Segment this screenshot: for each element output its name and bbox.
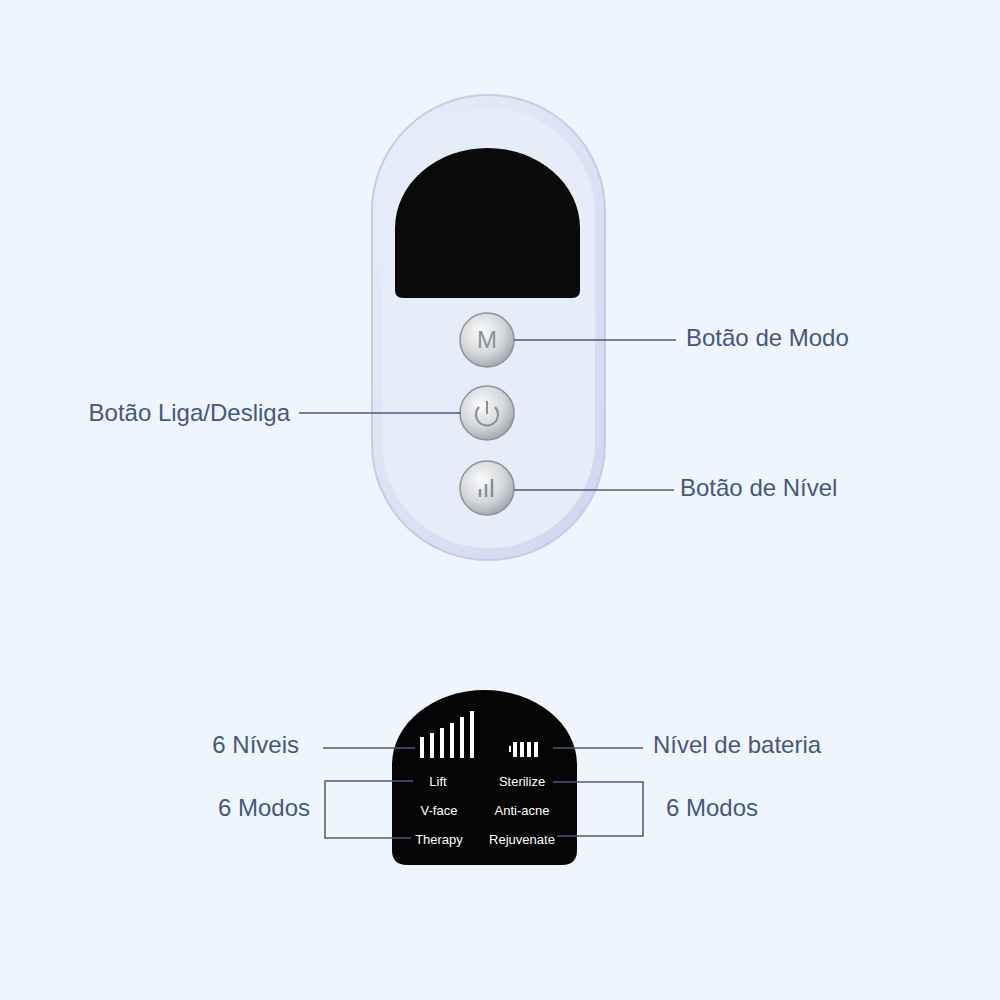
callout-label: Botão Liga/Desliga [89, 401, 290, 425]
level-bars-icon [420, 711, 474, 758]
mode-button-face: M [460, 313, 514, 367]
mode-name: Sterilize [499, 775, 545, 788]
mode-button [460, 313, 514, 367]
mode-name: Lift [429, 775, 446, 788]
level-button [460, 461, 514, 515]
display-panel-shape [392, 690, 577, 865]
mode-name: Therapy [415, 833, 463, 846]
power-button [460, 386, 514, 440]
button-letter: M [477, 328, 497, 352]
callout-label: Nível de bateria [653, 733, 821, 757]
power-symbol [486, 401, 488, 414]
callout-label: Botão de Modo [686, 326, 849, 350]
screen [395, 148, 580, 298]
callout-label: Botão de Nível [680, 476, 837, 500]
callout-label: 6 Níveis [212, 733, 299, 757]
housing-face [382, 108, 595, 548]
mode-name: Anti-acne [495, 804, 550, 817]
mode-name: Rejuvenate [489, 833, 555, 846]
callout-label: 6 Modos [218, 796, 310, 820]
callout-label: 6 Modos [666, 796, 758, 820]
leader-lines [299, 340, 676, 838]
mode-name: V-face [421, 804, 458, 817]
battery-icon [509, 742, 538, 757]
display-panel: LiftV-faceTherapy SterilizeAnti-acneRejuv… [392, 690, 577, 865]
level-symbol [480, 479, 492, 497]
